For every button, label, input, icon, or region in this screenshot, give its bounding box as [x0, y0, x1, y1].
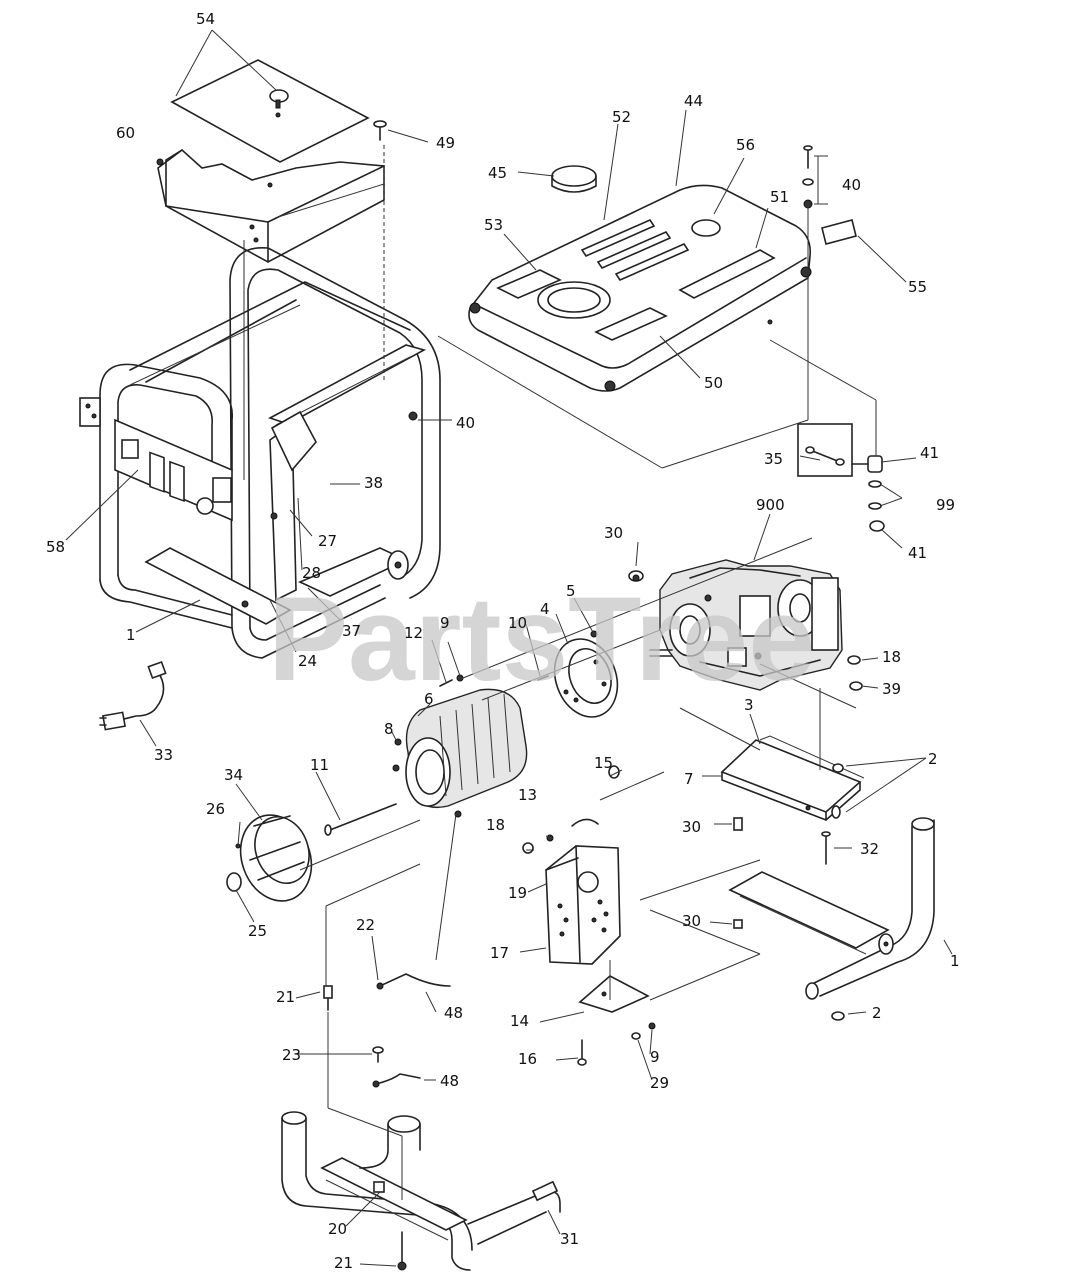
callout-52: 52: [612, 108, 631, 126]
callout-40b: 40: [456, 414, 475, 432]
fuel-valve-kit: [797, 423, 885, 532]
callout-2a: 2: [928, 750, 938, 768]
callout-54: 54: [196, 10, 215, 28]
callout-7: 7: [684, 770, 694, 788]
power-cord: [99, 660, 167, 731]
front-handle: [281, 1111, 561, 1271]
callout-18a: 18: [882, 648, 901, 666]
tank-bolt-40: [802, 145, 814, 209]
callout-1a: 1: [126, 626, 136, 644]
callout-9a: 9: [440, 614, 450, 632]
callout-18b: 18: [486, 816, 505, 834]
vibration-mount-30: [632, 574, 743, 929]
callout-6: 6: [424, 690, 434, 708]
callout-3: 3: [744, 696, 754, 714]
callout-28: 28: [302, 564, 321, 582]
through-bolt-11: [324, 803, 397, 836]
callout-21b: 21: [334, 1254, 353, 1272]
callout-1b: 1: [950, 952, 960, 970]
callout-17: 17: [490, 944, 509, 962]
watermark: PartsTree: [268, 572, 815, 706]
callout-16: 16: [518, 1050, 537, 1068]
callout-41b: 41: [908, 544, 927, 562]
callout-34: 34: [224, 766, 243, 784]
callout-22: 22: [356, 916, 375, 934]
callout-25: 25: [248, 922, 267, 940]
muffler-bracket: [522, 765, 650, 1013]
callout-49: 49: [436, 134, 455, 152]
callout-29: 29: [650, 1074, 669, 1092]
base-rail: [649, 871, 890, 1001]
callout-9b: 9: [650, 1048, 660, 1066]
callout-900: 900: [756, 496, 785, 514]
nut-9-29: [631, 1022, 656, 1040]
callout-14: 14: [510, 1012, 529, 1030]
ground-wiring: [323, 973, 451, 1088]
engine-mount: [720, 735, 865, 821]
fuel-cap: [551, 165, 597, 193]
fuel-label-55: [821, 219, 857, 245]
callout-21a: 21: [276, 988, 295, 1006]
stator: [405, 688, 528, 818]
callout-13: 13: [518, 786, 537, 804]
callout-11: 11: [310, 756, 329, 774]
callout-26: 26: [206, 800, 225, 818]
callout-99: 99: [936, 496, 955, 514]
screw-49: [373, 120, 387, 141]
callout-2b: 2: [872, 1004, 882, 1022]
callout-23: 23: [282, 1046, 301, 1064]
callout-24: 24: [298, 652, 317, 670]
callout-5: 5: [566, 582, 576, 600]
callout-12: 12: [404, 624, 423, 642]
callout-20: 20: [328, 1220, 347, 1238]
callout-53: 53: [484, 216, 503, 234]
rear-bearing-carrier: [226, 814, 313, 902]
callout-8: 8: [384, 720, 394, 738]
callout-48b: 48: [440, 1072, 459, 1090]
callout-35: 35: [764, 450, 783, 468]
callout-41a: 41: [920, 444, 939, 462]
callout-33: 33: [154, 746, 173, 764]
bolt-16: [577, 1039, 587, 1066]
leader-lines: [65, 29, 953, 1267]
callout-48a: 48: [444, 1004, 463, 1022]
callout-58: 58: [46, 538, 65, 556]
callout-51: 51: [770, 188, 789, 206]
callout-56: 56: [736, 136, 755, 154]
callout-45: 45: [488, 164, 507, 182]
muffler: [545, 818, 621, 965]
engine: [649, 559, 843, 691]
callout-30c: 30: [682, 912, 701, 930]
callout-30b: 30: [682, 818, 701, 836]
callout-19: 19: [508, 884, 527, 902]
bolt-32: [821, 831, 831, 865]
callout-10: 10: [508, 614, 527, 632]
callout-55: 55: [908, 278, 927, 296]
callout-60: 60: [116, 124, 135, 142]
callout-27: 27: [318, 532, 337, 550]
callout-31: 31: [560, 1230, 579, 1248]
control-box-cover: [170, 59, 370, 163]
callout-38: 38: [364, 474, 383, 492]
callout-39: 39: [882, 680, 901, 698]
control-box: [156, 148, 385, 263]
callout-50: 50: [704, 374, 723, 392]
callout-40a: 40: [842, 176, 861, 194]
callout-44: 44: [684, 92, 703, 110]
frame: [79, 247, 441, 659]
right-handle: [805, 817, 935, 1021]
fuel-tank: [468, 184, 812, 392]
callout-37: 37: [342, 622, 361, 640]
callout-30a: 30: [604, 524, 623, 542]
callout-4: 4: [540, 600, 550, 618]
callout-15: 15: [594, 754, 613, 772]
callout-32: 32: [860, 840, 879, 858]
